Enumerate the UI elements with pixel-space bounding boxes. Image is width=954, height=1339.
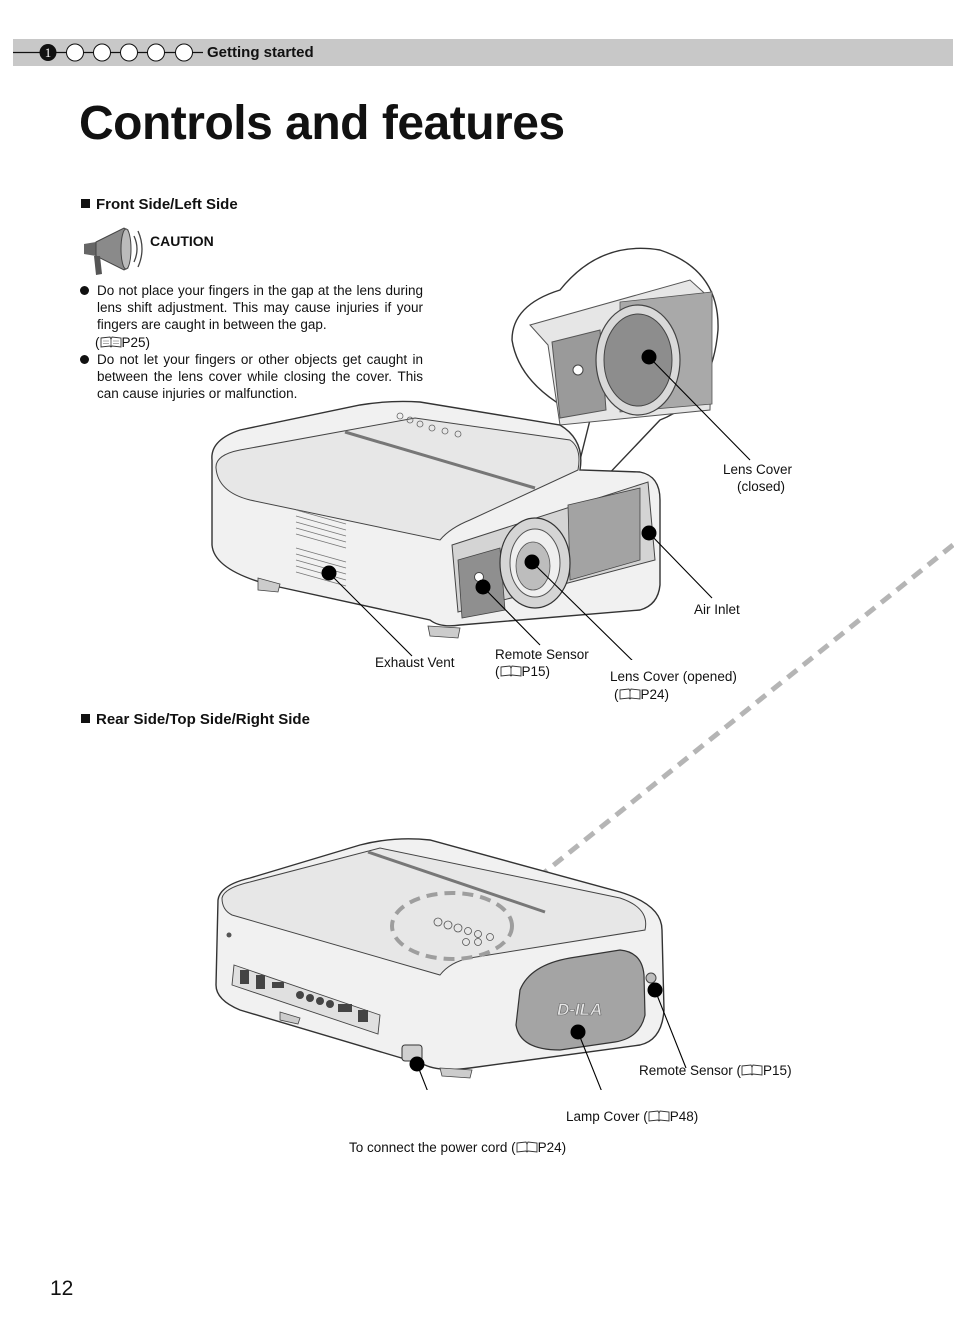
chapter-progress-icon: 1 xyxy=(13,43,203,62)
lamp-cover-text: Lamp Cover ( xyxy=(566,1109,648,1124)
caution-bullet-1: Do not place your fingers in the gap at … xyxy=(80,282,423,333)
square-bullet-icon xyxy=(81,714,90,723)
remote-sensor-rear-text: Remote Sensor ( xyxy=(639,1063,742,1078)
air-inlet-label: Air Inlet xyxy=(694,602,740,617)
rear-projector-illustration: D-ILA xyxy=(215,543,954,1090)
square-bullet-icon xyxy=(81,199,90,208)
caution-bullet-2: Do not let your fingers or other objects… xyxy=(80,351,423,402)
front-projector-illustration xyxy=(211,247,751,660)
book-icon xyxy=(100,336,121,348)
lamp-cover-label: Lamp Cover ( P48) xyxy=(566,1108,698,1125)
book-icon xyxy=(619,688,640,700)
lens-cover-opened-label: Lens Cover (opened) xyxy=(610,669,737,684)
lens-cover-opened-ref: ( P24) xyxy=(614,686,669,703)
ref-open: ( xyxy=(495,664,500,679)
caution-bullet-1-text: Do not place your fingers in the gap at … xyxy=(97,283,423,332)
book-icon xyxy=(741,1064,763,1076)
ref-page: P24) xyxy=(537,1140,567,1155)
power-cord-text: To connect the power cord ( xyxy=(349,1140,516,1155)
caution-bullet-1-ref: ( P25) xyxy=(95,334,150,351)
ref-page: P24) xyxy=(640,687,670,702)
remote-sensor-rear-label: Remote Sensor ( P15) xyxy=(639,1062,792,1079)
page-number: 12 xyxy=(50,1277,74,1300)
lens-cover-closed-state: (closed) xyxy=(737,479,786,494)
ref-open: ( xyxy=(614,687,619,702)
ref-page: P48) xyxy=(669,1109,699,1124)
brand-mark: D-ILA xyxy=(557,1000,602,1019)
ref-open: ( xyxy=(95,335,100,350)
rear-side-heading-text: Rear Side/Top Side/Right Side xyxy=(96,711,310,728)
remote-sensor-front-ref: ( P15) xyxy=(495,663,550,680)
bullet-dot-icon xyxy=(80,286,89,295)
section-label: Getting started xyxy=(207,44,314,61)
megaphone-icon xyxy=(84,227,143,275)
chapter-number: 1 xyxy=(45,45,52,60)
book-icon xyxy=(648,1110,670,1122)
ref-page: P15) xyxy=(521,664,551,679)
front-side-heading: Front Side/Left Side xyxy=(81,196,238,213)
rear-side-heading: Rear Side/Top Side/Right Side xyxy=(81,711,310,728)
bullet-dot-icon xyxy=(80,355,89,364)
remote-sensor-front-label: Remote Sensor xyxy=(495,647,589,662)
ref-page: P15) xyxy=(763,1063,792,1078)
power-cord-label: To connect the power cord ( P24) xyxy=(349,1139,566,1156)
book-icon xyxy=(500,665,521,677)
lens-cover-closed-label: Lens Cover xyxy=(723,462,793,477)
caution-label: CAUTION xyxy=(150,233,214,249)
ref-page: P25) xyxy=(121,335,151,350)
book-icon xyxy=(516,1141,538,1153)
front-side-heading-text: Front Side/Left Side xyxy=(96,196,238,213)
caution-bullet-2-text: Do not let your fingers or other objects… xyxy=(97,352,423,401)
exhaust-vent-label: Exhaust Vent xyxy=(375,655,455,670)
page-title: Controls and features xyxy=(79,97,565,150)
